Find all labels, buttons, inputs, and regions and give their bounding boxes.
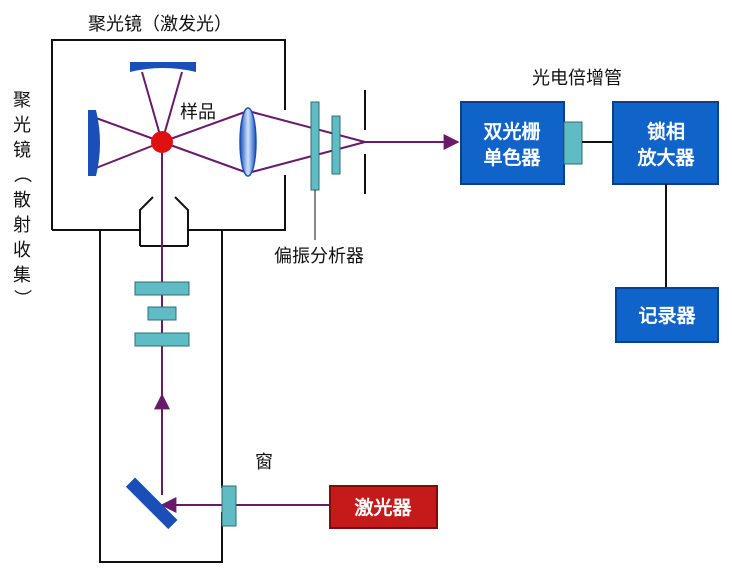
vlabel-char-4: 散 — [13, 190, 31, 211]
vlabel-char-1: 光 — [13, 115, 31, 136]
filter-plate-middle — [147, 306, 177, 321]
filter-plate-bottom — [134, 332, 190, 347]
window-plate — [221, 485, 237, 527]
vlabel-char-7: 集 — [13, 265, 31, 286]
pmt-body — [563, 121, 583, 165]
vlabel-char-2: 镜 — [13, 140, 31, 161]
filter-plate-top — [134, 281, 190, 296]
lockin-label-line1: 锁相 — [647, 120, 685, 143]
vlabel-char-8: ） — [11, 289, 32, 307]
lockin-amplifier-box: 锁相 放大器 — [612, 101, 719, 185]
sample-dot — [151, 131, 173, 153]
analyzer-plate — [331, 115, 341, 175]
window-label: 窗 — [255, 452, 273, 473]
folding-mirror — [125, 477, 178, 530]
monochromator-label-line1: 双光栅 — [483, 120, 540, 143]
laser-box: 激光器 — [329, 485, 438, 529]
beam-paths — [95, 71, 460, 513]
monochromator-label-line2: 单色器 — [483, 146, 541, 169]
vlabel-char-3: （ — [11, 165, 32, 183]
polarizer-analyzer-label: 偏振分析器 — [274, 246, 364, 267]
vlabel-char-6: 收 — [13, 240, 31, 261]
vlabel-char-5: 射 — [13, 215, 31, 236]
monochromator-box: 双光栅 单色器 — [460, 101, 565, 185]
left-concave-mirror — [88, 110, 100, 176]
recorder-label: 记录器 — [638, 305, 696, 327]
sample-chamber-frame — [51, 39, 286, 563]
collecting-lens — [239, 107, 257, 177]
pmt-label: 光电倍增管 — [532, 68, 622, 89]
polarizer-plate — [310, 101, 320, 191]
vlabel-char-0: 聚 — [13, 90, 31, 111]
sample-label: 样品 — [180, 102, 216, 123]
laser-label: 激光器 — [354, 496, 412, 519]
condenser-collection-label: 聚 光 镜 （ 散 射 收 集 ） — [11, 90, 32, 307]
condenser-excitation-label: 聚光镜（激发光） — [88, 14, 232, 35]
recorder-box: 记录器 — [615, 287, 719, 343]
lockin-label-line2: 放大器 — [636, 146, 695, 169]
top-concave-mirror — [130, 62, 196, 72]
